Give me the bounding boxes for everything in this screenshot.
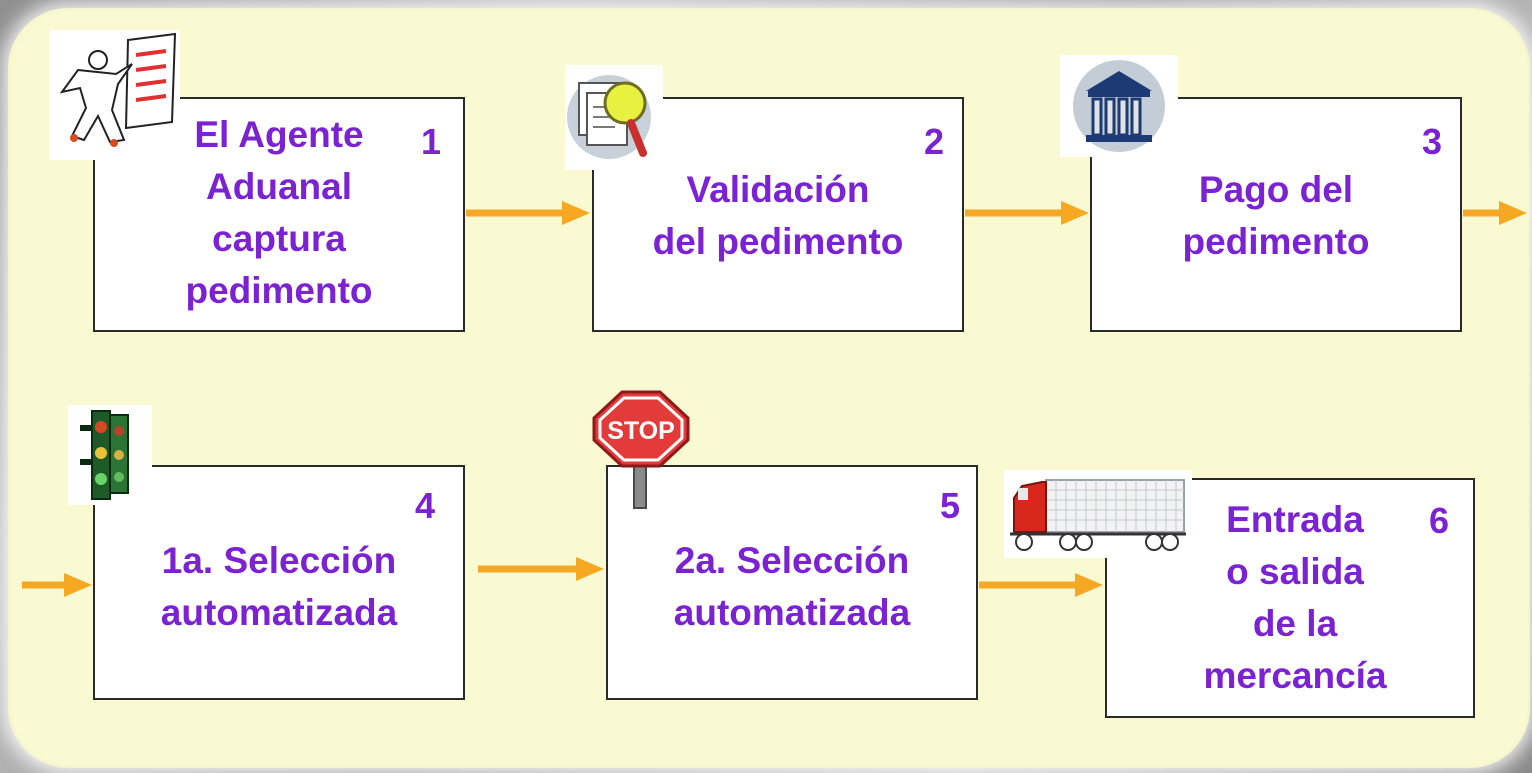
arrow-into-4	[22, 573, 92, 597]
step-5-line-1: 2a. Selección	[674, 540, 910, 581]
step-2-line-2: del pedimento	[652, 221, 904, 262]
step-1-number: 1	[420, 121, 441, 162]
step-3-line-1: Pago del	[1198, 169, 1354, 210]
step-5-line-2: automatizada	[673, 592, 911, 633]
arrow-3-continue	[1463, 201, 1527, 225]
step-6-number: 6	[1428, 500, 1449, 541]
stop-sign-text: STOP	[607, 417, 675, 445]
truck-icon	[1004, 470, 1192, 558]
magnifier-documents-icon	[565, 65, 663, 170]
step-6-line-4: mercancía	[1203, 655, 1387, 696]
traffic-light-icon	[68, 405, 152, 505]
step-6-line-1: Entrada	[1226, 499, 1364, 540]
step-6-line-3: de la	[1252, 603, 1338, 644]
bank-building-icon	[1060, 55, 1178, 157]
step-1-line-2: Aduanal	[206, 166, 352, 207]
step-1-line-1: El Agente	[194, 114, 364, 155]
arrow-1-to-2	[466, 201, 590, 225]
step-4-box: 4 1a. Selección automatizada	[93, 465, 465, 700]
step-2-line-1: Validación	[686, 169, 870, 210]
step-3-number: 3	[1421, 121, 1442, 162]
arrow-4-to-5	[478, 557, 604, 581]
step-4-number: 4	[414, 485, 435, 526]
clipboard-person-icon	[50, 30, 180, 160]
step-4-line-2: automatizada	[160, 592, 398, 633]
step-5-box: 5 2a. Selección automatizada	[606, 465, 978, 700]
step-5-number: 5	[939, 485, 960, 526]
arrow-5-to-6	[979, 573, 1103, 597]
step-4-line-1: 1a. Selección	[161, 540, 397, 581]
step-6-line-2: o salida	[1226, 551, 1364, 592]
step-3-line-2: pedimento	[1182, 221, 1370, 262]
stop-sign-icon: STOP	[592, 390, 690, 509]
arrow-2-to-3	[965, 201, 1089, 225]
step-1-line-3: captura	[212, 218, 346, 259]
step-1-line-4: pedimento	[185, 270, 373, 311]
step-2-number: 2	[923, 121, 944, 162]
